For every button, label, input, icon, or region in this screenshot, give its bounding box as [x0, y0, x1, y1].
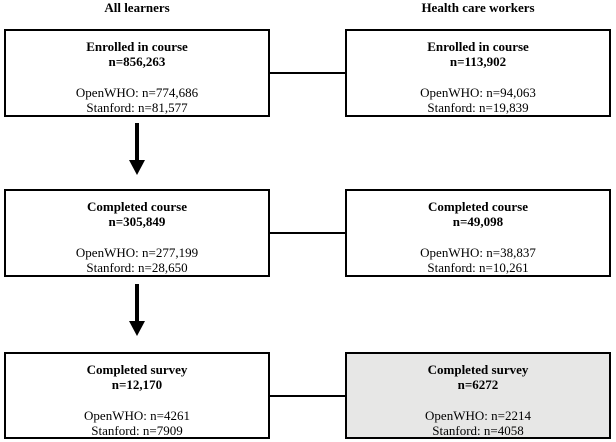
box-openwho-value: OpenWHO: n=277,199 [75, 245, 199, 260]
box-completed-course-all-learners: Completed course n=305,849 OpenWHO: n=27… [4, 189, 270, 277]
column-header-all-learners: All learners [104, 0, 170, 15]
box-stanford-value: Stanford: n=19,839 [427, 100, 529, 115]
box-completed-course-health-care-workers: Completed course n=49,098 OpenWHO: n=38,… [345, 189, 611, 277]
connector-completed-survey-row [270, 395, 345, 397]
arrow-head-icon [129, 321, 145, 336]
box-stanford-value: Stanford: n=81,577 [86, 100, 188, 115]
arrow-shaft [135, 284, 139, 321]
box-n-value: n=49,098 [452, 214, 504, 229]
box-title: Completed course [86, 199, 187, 214]
box-stanford-value: Stanford: n=10,261 [427, 260, 529, 275]
box-enrolled-all-learners: Enrolled in course n=856,263 OpenWHO: n=… [4, 29, 270, 117]
box-n-value: n=856,263 [108, 54, 166, 69]
box-n-value: n=12,170 [111, 377, 163, 392]
box-title: Completed course [427, 199, 528, 214]
box-title: Completed survey [427, 362, 529, 377]
box-completed-survey-all-learners: Completed survey n=12,170 OpenWHO: n=426… [4, 352, 270, 439]
box-openwho-value: OpenWHO: n=94,063 [420, 85, 536, 100]
column-header-health-care-workers: Health care workers [421, 0, 535, 15]
box-stanford-value: Stanford: n=28,650 [86, 260, 188, 275]
box-stanford-value: Stanford: n=7909 [91, 423, 183, 438]
connector-enrolled-row [270, 72, 345, 74]
box-stanford-value: Stanford: n=4058 [432, 423, 524, 438]
box-n-value: n=305,849 [108, 214, 166, 229]
box-openwho-value: OpenWHO: n=2214 [425, 408, 531, 423]
connector-completed-course-row [270, 232, 345, 234]
box-completed-survey-health-care-workers: Completed survey n=6272 OpenWHO: n=2214 … [345, 352, 611, 439]
box-n-value: n=6272 [457, 377, 499, 392]
box-openwho-value: OpenWHO: n=4261 [84, 408, 190, 423]
arrow-head-icon [129, 160, 145, 175]
box-openwho-value: OpenWHO: n=38,837 [420, 245, 536, 260]
box-n-value: n=113,902 [449, 54, 507, 69]
box-enrolled-health-care-workers: Enrolled in course n=113,902 OpenWHO: n=… [345, 29, 611, 117]
box-title: Enrolled in course [86, 39, 188, 54]
box-title: Enrolled in course [427, 39, 529, 54]
box-openwho-value: OpenWHO: n=774,686 [75, 85, 199, 100]
box-title: Completed survey [86, 362, 188, 377]
arrow-shaft [135, 123, 139, 160]
